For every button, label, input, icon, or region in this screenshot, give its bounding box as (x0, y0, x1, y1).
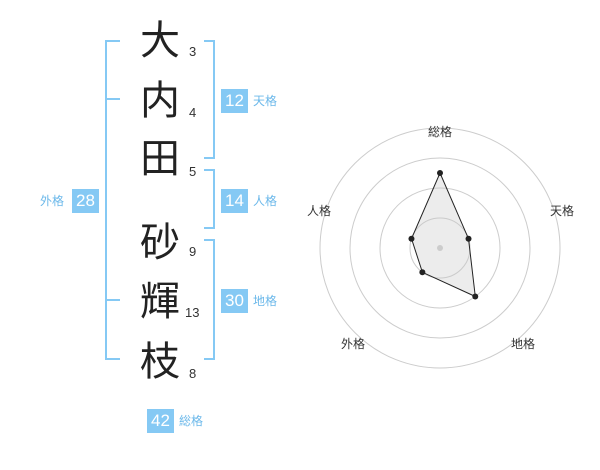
name-char-4: 砂 (140, 220, 180, 266)
soukaku-value: 42 (147, 409, 174, 433)
radar-axis-label-soukaku: 総格 (428, 125, 453, 139)
chikaku-value: 30 (221, 289, 248, 313)
jinkaku-label: 人格 (253, 194, 278, 208)
gaikaku-bracket (105, 40, 120, 360)
chikaku-bracket (204, 239, 215, 360)
name-char-6: 枝 (140, 339, 180, 385)
radar-series-polygon (410, 171, 476, 298)
jinkaku-value: 14 (221, 189, 248, 213)
radar-chart (319, 127, 561, 369)
tenkaku-label: 天格 (253, 94, 278, 108)
stroke-count-1: 3 (189, 44, 197, 59)
jinkaku-bracket (204, 169, 215, 229)
radar-axis-label-tenkaku: 天格 (550, 204, 575, 218)
name-char-3: 田 (140, 136, 180, 182)
radar-axis-label-jinkaku: 人格 (307, 204, 332, 218)
stroke-count-5: 13 (185, 305, 200, 320)
radar-point-4 (408, 235, 415, 242)
radar-point-0 (437, 170, 443, 176)
stroke-count-2: 4 (189, 105, 197, 120)
radar-point-2 (472, 293, 479, 300)
radar-ring-4 (319, 127, 561, 369)
stroke-count-3: 5 (189, 164, 197, 179)
chikaku-label: 地格 (253, 294, 278, 308)
radar-axis-label-chikaku: 地格 (511, 337, 536, 351)
name-char-5: 輝 (140, 279, 180, 325)
tenkaku-value: 12 (221, 89, 248, 113)
name-char-2: 内 (140, 78, 180, 124)
radar-axis-label-gaikaku: 外格 (341, 337, 366, 351)
radar-point-1 (465, 235, 472, 242)
radar-ring-2 (379, 187, 501, 309)
radar-point-3 (419, 269, 426, 276)
tenkaku-bracket (204, 40, 215, 159)
soukaku-label: 総格 (179, 414, 204, 428)
radar-center-point (437, 245, 443, 251)
radar-ring-3 (349, 157, 531, 339)
gaikaku-label: 外格 (40, 194, 65, 208)
gaikaku-value: 28 (72, 189, 99, 213)
name-char-1: 大 (140, 18, 180, 64)
stroke-count-4: 9 (189, 244, 197, 259)
stroke-count-6: 8 (189, 366, 197, 381)
